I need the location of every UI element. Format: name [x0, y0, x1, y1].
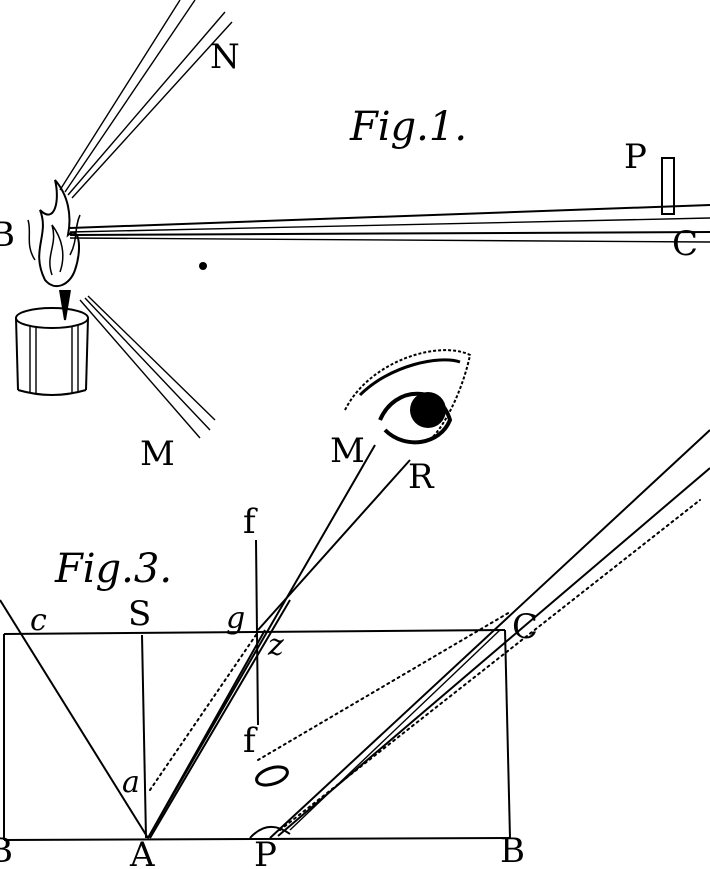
line-f-f: [255, 539, 259, 726]
label-b-fig1: B: [0, 215, 15, 255]
coin-p: [249, 826, 291, 839]
label-p: P: [624, 137, 647, 177]
label-s: S: [128, 594, 151, 634]
ray-p-upper-2: [277, 467, 710, 837]
horizontal-beams: [69, 204, 710, 243]
vessel-rectangle: [3, 629, 511, 841]
eye-icon: [344, 349, 472, 445]
ray-a-g: [147, 629, 266, 839]
coin-image: [255, 765, 289, 787]
line-s-a: [141, 634, 147, 839]
rays-to-n: [59, 0, 233, 199]
label-f-top: f: [243, 502, 258, 542]
ray-p-c: [289, 629, 501, 831]
dotted-image-c: [257, 611, 511, 761]
label-n: N: [210, 37, 240, 77]
label-p-fig3: P: [254, 835, 277, 869]
candle: [15, 307, 89, 396]
label-f-bottom: f: [243, 721, 258, 761]
screen-p: [661, 157, 675, 215]
candle-flame: [27, 179, 81, 321]
label-g: g: [226, 601, 245, 636]
label-a: A: [129, 835, 155, 869]
ray-a-upper: [149, 599, 291, 839]
label-z: z: [267, 628, 284, 663]
label-c-fig1: C: [672, 224, 698, 264]
figure-1-title: Fig.1.: [349, 104, 467, 150]
ray-z-r: [257, 459, 411, 631]
rays-to-m: [79, 295, 216, 439]
line-c-a: [0, 599, 149, 839]
label-b-right: B: [500, 831, 525, 869]
label-b-left: B: [0, 831, 13, 869]
ray-p-upper: [269, 429, 710, 839]
label-r: R: [408, 457, 435, 497]
label-m-left: M: [140, 434, 175, 474]
label-m-eye: M: [330, 431, 365, 471]
figure-3-title: Fig.3.: [54, 546, 172, 592]
ink-dot: [199, 262, 207, 270]
dotted-a-g: [149, 631, 259, 791]
label-c-small: c: [30, 603, 47, 638]
label-c-fig3: C: [512, 607, 538, 647]
label-a-small: a: [122, 765, 140, 800]
